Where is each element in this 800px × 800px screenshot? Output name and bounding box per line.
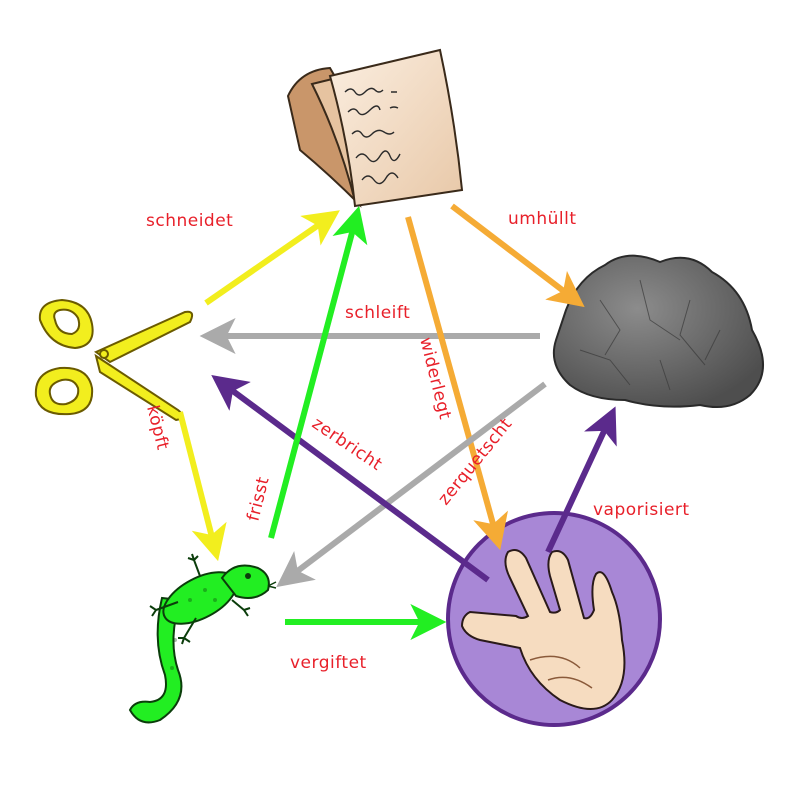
edge-label-zerbricht: zerbricht [308,414,386,475]
edge-label-frisst: frisst [243,475,273,524]
lizard-icon [128,553,277,724]
edge-label-umhuellt: umhüllt [508,209,577,229]
vulcan-hand-icon [446,511,662,727]
edge-zerbricht-arrow [211,375,490,583]
edge-umhuellt-arrow [450,203,585,308]
scissors-icon [34,298,194,422]
edge-label-widerlegt: widerlegt [415,335,455,421]
edge-widerlegt-arrow [405,216,508,551]
edge-label-schneidet: schneidet [146,211,233,231]
rock-icon [552,254,764,408]
edge-label-schleift: schleift [345,303,410,323]
edge-frisst-arrow [268,205,368,539]
edge-koepft-arrow [177,411,227,562]
edge-zerquetscht-arrow [276,381,547,588]
edge-label-vergiftet: vergiftet [290,653,367,673]
edge-label-vaporisiert: vaporisiert [593,500,690,520]
paper-stack-icon [286,48,464,208]
edge-schneidet-arrow [204,210,340,306]
edge-vaporisiert-arrow [545,406,617,554]
